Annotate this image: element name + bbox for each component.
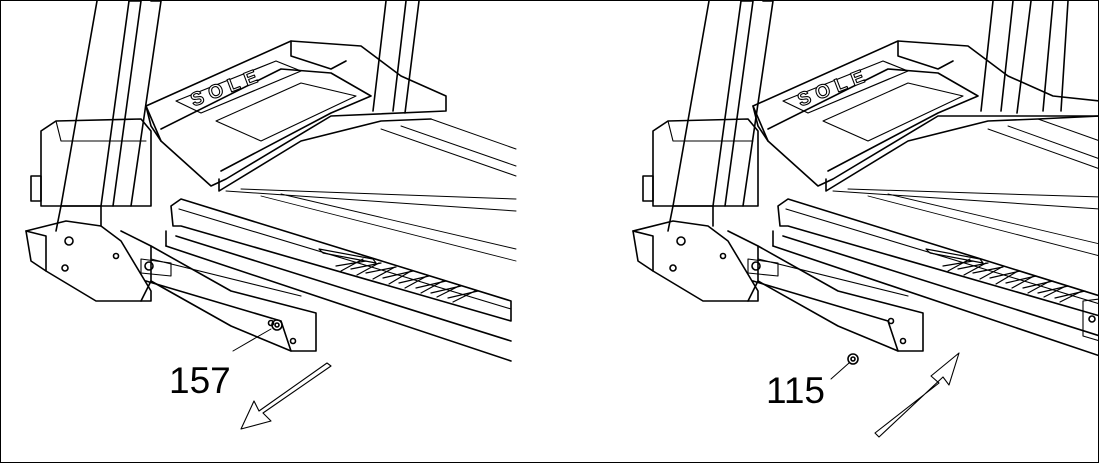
treadmill-drawing-right: SOLE [632, 1, 1098, 438]
panel-remove-part: SOLE [1, 1, 551, 462]
callout-part-number: 115 [766, 370, 825, 411]
bolt-157 [271, 319, 283, 331]
arrow-inward-icon [874, 352, 960, 438]
nut-115 [847, 353, 859, 365]
treadmill-drawing-left: SOLE [25, 1, 517, 430]
callout-part-number: 157 [169, 360, 231, 401]
panel-install-part: SOLE [613, 1, 1098, 462]
arrow-outward-icon [240, 362, 332, 430]
